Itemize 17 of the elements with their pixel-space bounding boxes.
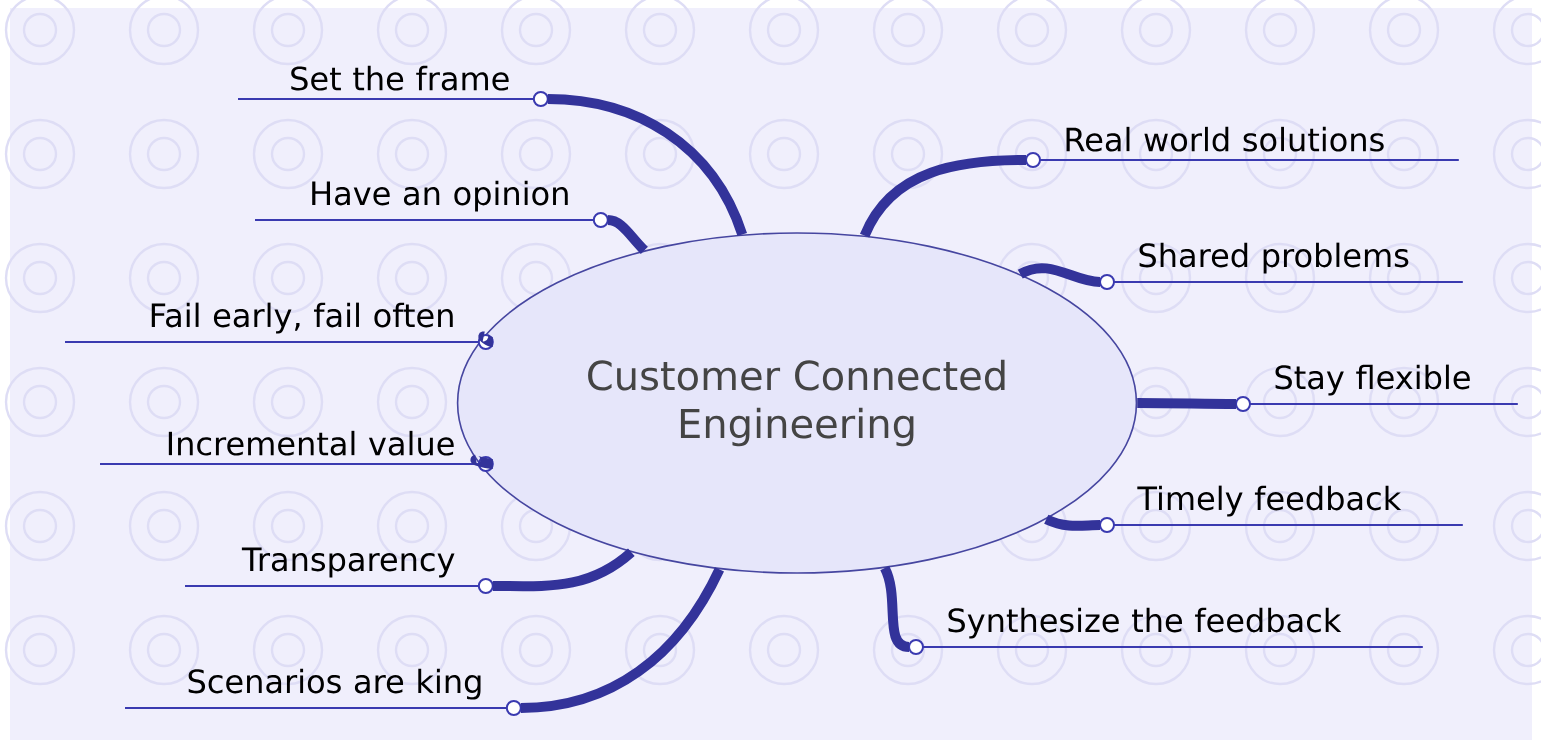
branch-connector xyxy=(520,567,724,713)
branch-connector xyxy=(472,456,494,469)
branch-label: Have an opinion xyxy=(254,180,609,228)
branch-connector xyxy=(1137,398,1237,409)
branch-label: Scenarios are king xyxy=(124,668,522,716)
branch-connector xyxy=(860,155,1027,238)
branch-connector xyxy=(1044,514,1101,531)
branch-label: Set the frame xyxy=(237,65,549,107)
branch-label: Stay flexible xyxy=(1235,364,1519,412)
branch-label: Real world solutions xyxy=(1025,126,1460,168)
branch-label: Synthesize the feedback xyxy=(908,607,1424,655)
branch-connector xyxy=(1018,263,1101,287)
branch-connector xyxy=(479,333,494,347)
branch-connector xyxy=(492,548,635,592)
branch-connector xyxy=(607,215,648,254)
branch-connector xyxy=(880,566,910,652)
branch-connector xyxy=(547,94,747,237)
